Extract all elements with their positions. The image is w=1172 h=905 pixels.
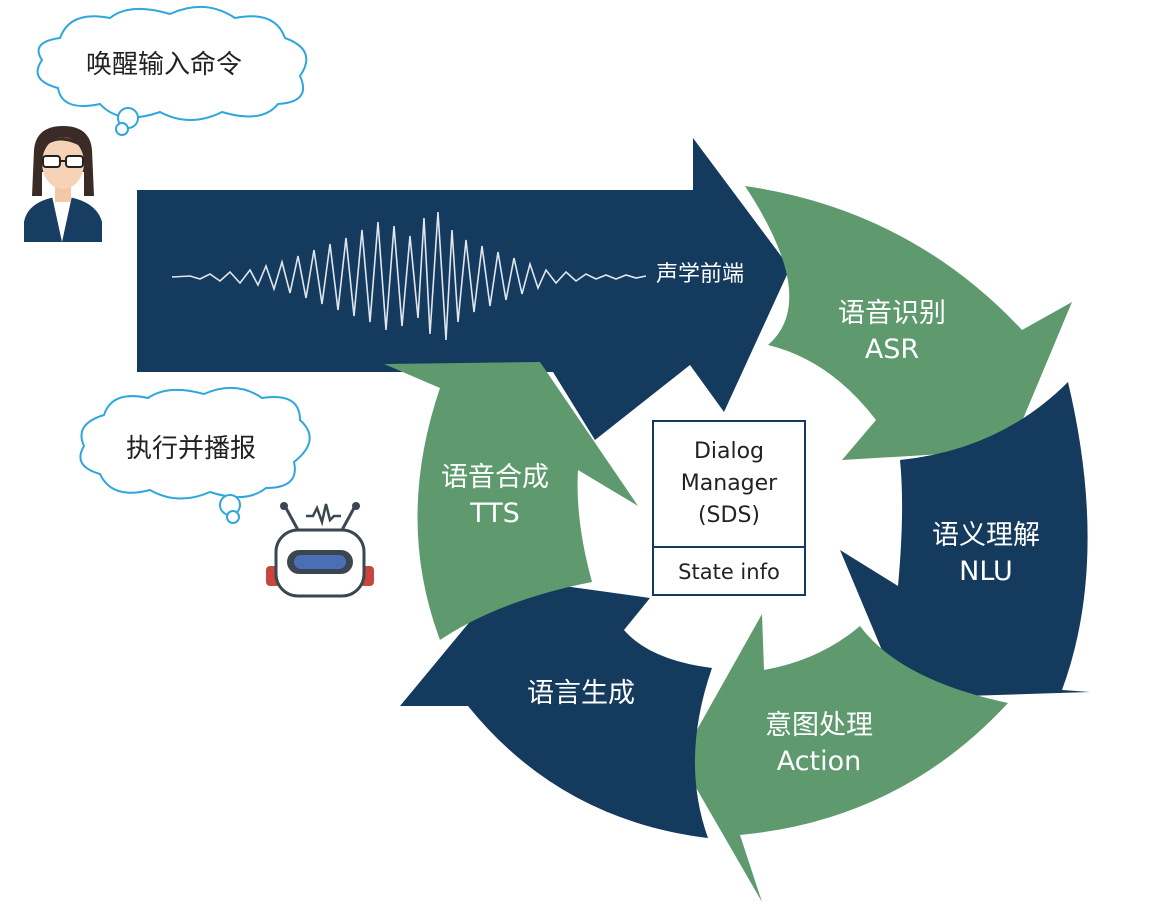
nlg-label: 语言生成 [520, 676, 642, 712]
state-info-cell: State info [654, 548, 804, 596]
robot-bubble-text: 执行并播报 [126, 434, 257, 464]
nlg-arrow [400, 578, 712, 838]
dialog-manager-box: Dialog Manager (SDS) State info [652, 420, 806, 596]
nlu-label-en: NLU [959, 556, 1013, 588]
frontend-label: 声学前端 [656, 260, 744, 290]
nlu-label-zh: 语义理解 [932, 520, 1040, 551]
dialog-manager-title: Dialog Manager (SDS) [654, 422, 804, 548]
nlg-label-zh: 语言生成 [527, 678, 635, 709]
sound-waveform-icon [171, 211, 647, 341]
tts-label: 语音合成 TTS [434, 460, 556, 533]
woman-avatar-icon [24, 126, 102, 242]
nlu-label: 语义理解 NLU [926, 518, 1046, 591]
action-label-en: Action [776, 746, 862, 778]
asr-label-zh: 语音识别 [838, 298, 946, 329]
tts-arrow [384, 362, 638, 640]
tts-label-zh: 语音合成 [441, 462, 549, 493]
user-thought-bubble [36, 5, 308, 136]
tts-label-en: TTS [470, 498, 520, 530]
robot-icon [266, 502, 374, 598]
asr-label-en: ASR [864, 334, 920, 366]
dialog-manager-line2: Manager [680, 471, 778, 497]
dialog-manager-line1: Dialog [693, 439, 765, 465]
action-label-zh: 意图处理 [765, 710, 873, 741]
action-arrow [680, 614, 1008, 902]
asr-arrow [745, 186, 1072, 460]
robot-thought-bubble [79, 387, 311, 524]
nlu-arrow [840, 382, 1090, 698]
action-label: 意图处理 Action [758, 708, 880, 781]
dialog-manager-line3: (SDS) [697, 502, 761, 528]
state-info-label: State info [678, 560, 780, 584]
asr-label: 语音识别 ASR [832, 296, 952, 369]
user-bubble-text: 唤醒输入命令 [86, 50, 243, 80]
frontend-arrow [137, 138, 790, 440]
frontend-label-text: 声学前端 [656, 262, 745, 287]
